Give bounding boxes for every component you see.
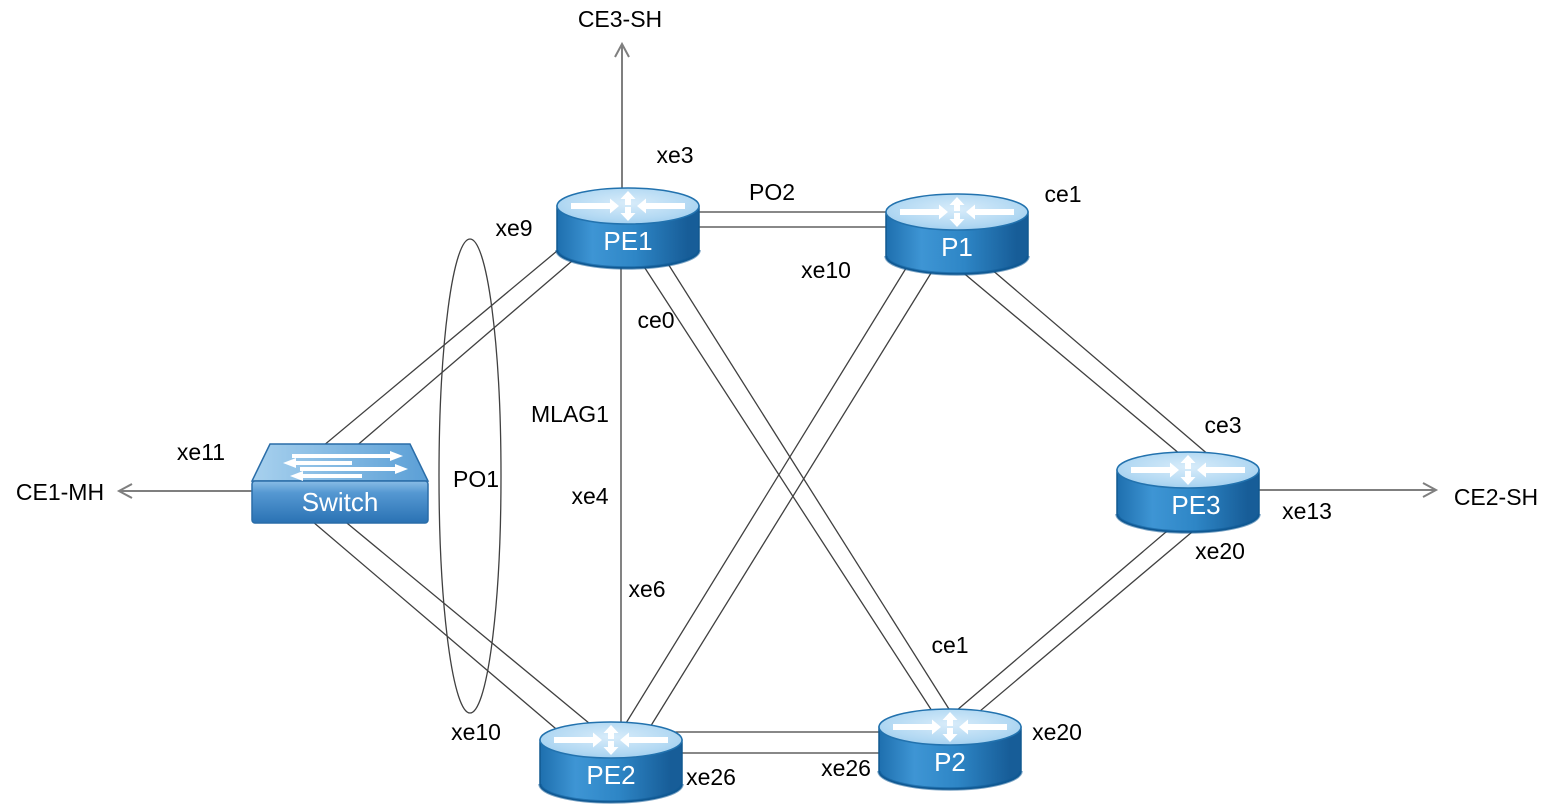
label-p1-xe10: xe10 xyxy=(801,257,851,283)
label-mlag1: MLAG1 xyxy=(531,401,609,427)
device-label-switch: Switch xyxy=(302,487,379,517)
label-switch-xe11: xe11 xyxy=(177,439,225,465)
label-p1-ce1: ce1 xyxy=(1044,181,1081,207)
label-pe1-xe4: xe4 xyxy=(571,483,608,509)
devices-layer xyxy=(250,186,1261,804)
label-pe1-xe9: xe9 xyxy=(495,215,532,241)
label-pe1-xe3: xe3 xyxy=(656,142,693,168)
label-ce1-mh: CE1-MH xyxy=(16,479,104,505)
device-label-pe3: PE3 xyxy=(1171,490,1220,520)
link-pe1-p2-line2 xyxy=(652,239,967,737)
label-ce2-sh: CE2-SH xyxy=(1454,484,1538,510)
link-p2-pe3-line1 xyxy=(935,525,1174,729)
link-pe2-p1-line2 xyxy=(638,256,942,746)
label-ce3-sh: CE3-SH xyxy=(578,6,662,32)
arrowhead-right-icon xyxy=(1422,482,1439,498)
link-p1-pe3-line2 xyxy=(969,250,1218,463)
label-pe2-xe6: xe6 xyxy=(628,576,665,602)
link-switch-pe1-line1 xyxy=(304,230,582,462)
external-stubs-layer xyxy=(116,41,1439,499)
links-layer xyxy=(298,211,1218,760)
label-p2-xe26: xe26 xyxy=(821,755,871,781)
arrowhead-left-icon xyxy=(116,483,133,499)
device-label-p1: P1 xyxy=(941,232,973,262)
label-pe1-ce0: ce0 xyxy=(637,307,674,333)
link-switch-pe2-line2 xyxy=(298,509,583,752)
switch-arrows-icon xyxy=(283,451,408,481)
device-label-pe1: PE1 xyxy=(603,226,652,256)
switch-device xyxy=(250,443,430,524)
switch-front-face xyxy=(251,480,429,524)
link-pe2-p1-line1 xyxy=(614,251,917,742)
link-switch-pe1-line2 xyxy=(318,242,594,479)
label-pe2-xe26: xe26 xyxy=(686,764,736,790)
label-po1: PO1 xyxy=(453,466,499,492)
label-pe2-xe10: xe10 xyxy=(451,719,501,745)
link-pe1-p2-line1 xyxy=(629,244,946,732)
port-channel-po1-ellipse xyxy=(438,238,502,714)
labels-layer: PE1 P1 PE3 PE2 P2 Switch CE3-SH CE1-MH C… xyxy=(16,6,1538,790)
device-label-p2: P2 xyxy=(934,747,966,777)
link-p1-pe3-line1 xyxy=(947,259,1200,471)
label-p2-xe20: xe20 xyxy=(1032,719,1082,745)
link-p2-pe3-line2 xyxy=(953,531,1193,734)
label-p2-ce1: ce1 xyxy=(931,632,968,658)
label-pe3-xe13: xe13 xyxy=(1282,498,1332,524)
label-po2: PO2 xyxy=(749,179,795,205)
label-pe3-xe20: xe20 xyxy=(1195,538,1245,564)
label-pe3-ce3: ce3 xyxy=(1204,412,1241,438)
arrowhead-up-icon xyxy=(614,41,630,58)
link-switch-pe2-line1 xyxy=(312,494,602,734)
device-label-pe2: PE2 xyxy=(586,760,635,790)
